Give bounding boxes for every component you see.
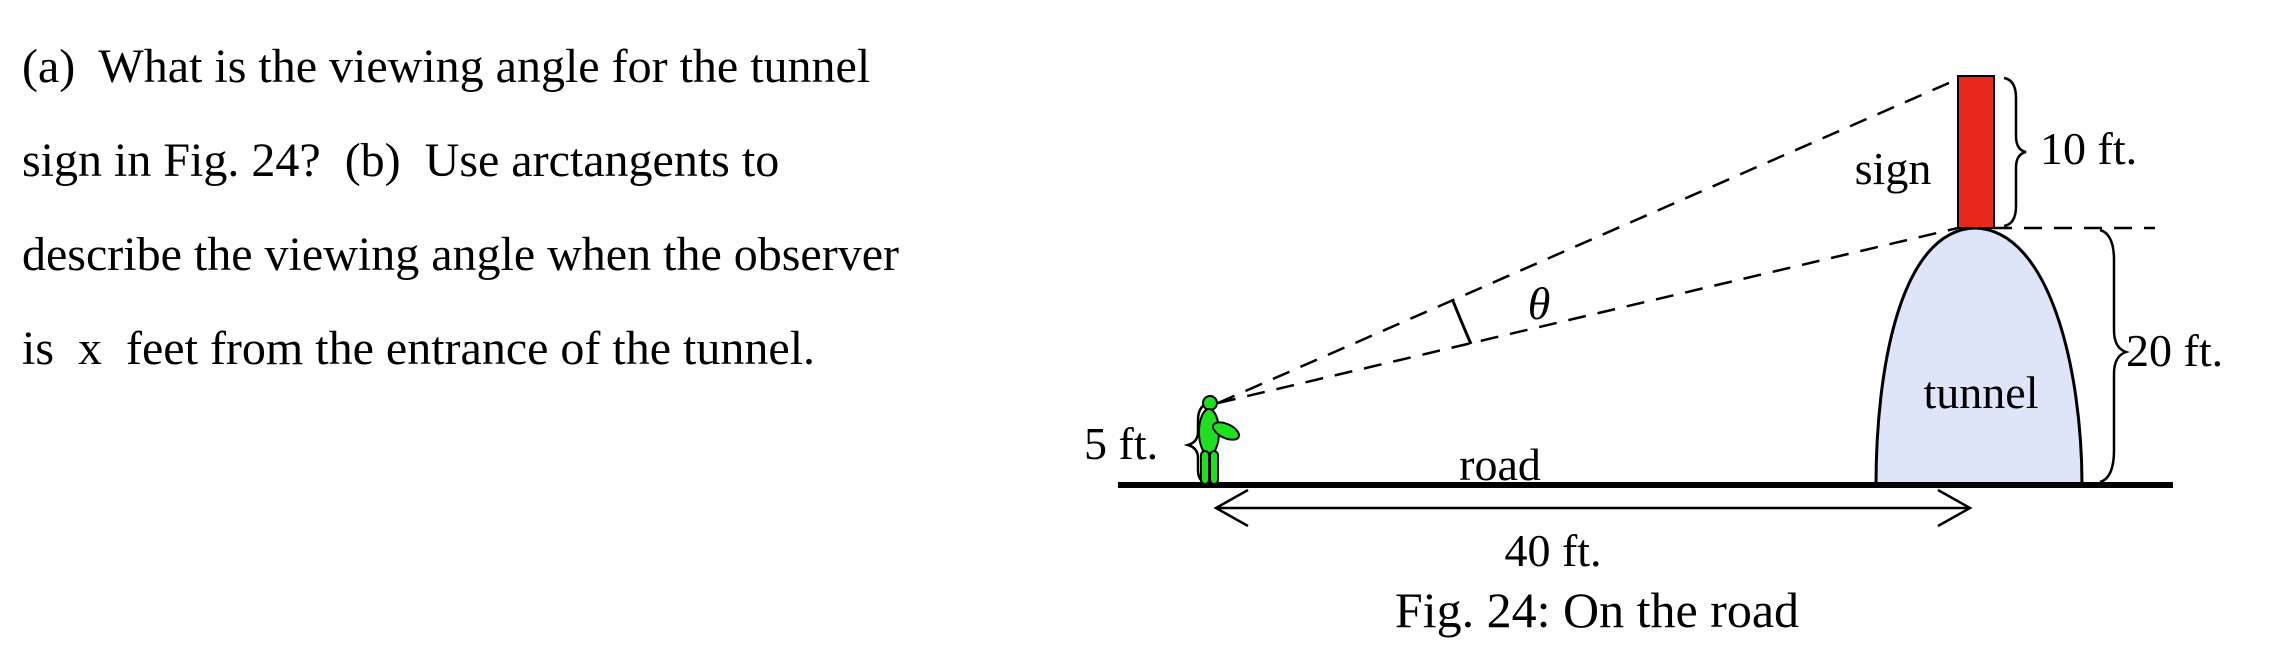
tunnel-label: tunnel: [1924, 367, 2039, 418]
problem-text: (a) What is the viewing angle for the tu…: [22, 20, 1022, 396]
tunnel-arch: [1874, 226, 2084, 487]
tunnel-height-label: 20 ft.: [2126, 325, 2223, 376]
sign-height-brace: [2003, 76, 2027, 228]
tunnel-height-brace: [2099, 228, 2130, 484]
observer-height-brace: [1183, 400, 1213, 486]
figure-caption: Fig. 24: On the road: [1395, 582, 1799, 638]
observer-figure: [1198, 395, 1241, 485]
distance-arrow-left-head: [1213, 488, 1249, 528]
observer-height-label: 5 ft.: [1084, 418, 1158, 469]
sight-line-bottom: [1217, 226, 1959, 405]
problem-line-2: sign in Fig. 24? (b) Use arctangents to: [22, 134, 780, 187]
sight-line-top: [1217, 77, 1959, 405]
sign-label: sign: [1855, 143, 1932, 194]
distance-label: 40 ft.: [1504, 525, 1601, 576]
problem-line-4: is x feet from the entrance of the tunne…: [22, 322, 816, 375]
sign-height-label: 10 ft.: [2040, 123, 2137, 174]
problem-line-3: describe the viewing angle when the obse…: [22, 228, 900, 281]
road-label: road: [1459, 439, 1541, 490]
sign: [1957, 75, 1995, 229]
angle-marker: [1451, 300, 1473, 345]
problem-line-1: (a) What is the viewing angle for the tu…: [22, 40, 871, 93]
angle-label: θ: [1528, 278, 1551, 329]
distance-arrow-right-head: [1937, 488, 1973, 528]
